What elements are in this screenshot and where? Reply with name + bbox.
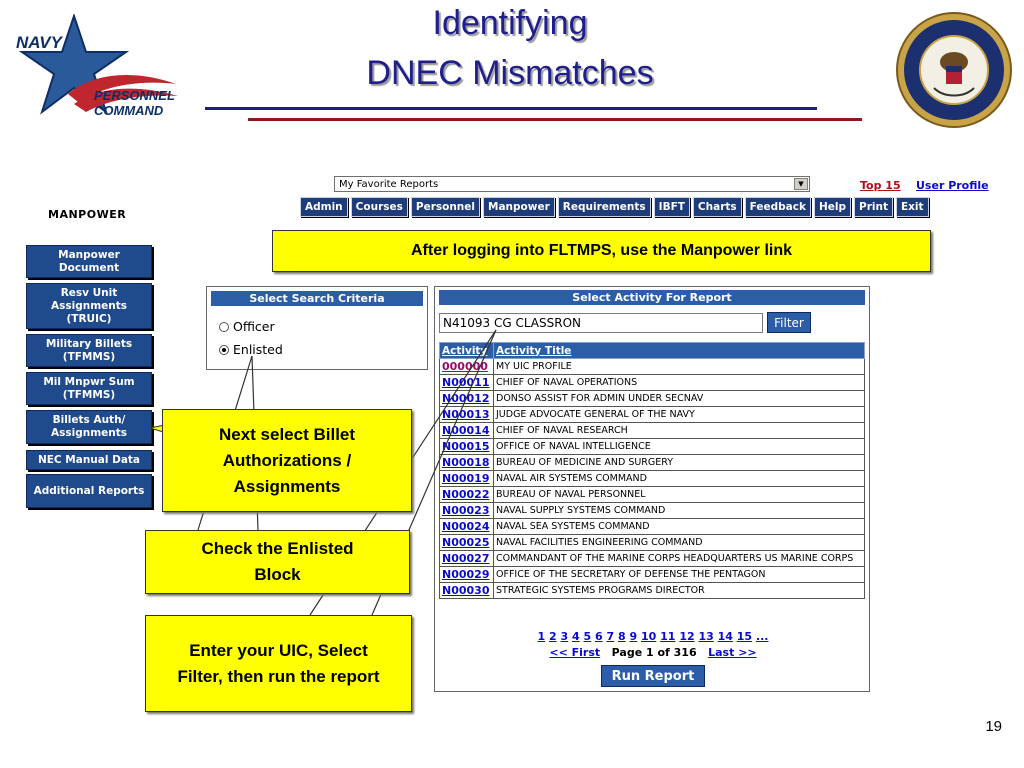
- activity-search-input[interactable]: N41093 CG CLASSRON: [439, 313, 763, 333]
- radio-enlisted-row[interactable]: Enlisted: [219, 342, 283, 357]
- nav-charts[interactable]: Charts: [692, 197, 742, 217]
- search-criteria-header: Select Search Criteria: [211, 291, 423, 306]
- page-link[interactable]: 4: [572, 630, 580, 643]
- nav-exit[interactable]: Exit: [895, 197, 929, 217]
- page-link[interactable]: 3: [560, 630, 569, 643]
- page-link[interactable]: 7: [606, 630, 615, 643]
- sidebar-item-billets-auth[interactable]: Billets Auth/ Assignments: [26, 410, 152, 444]
- nav-courses[interactable]: Courses: [350, 197, 408, 217]
- title-rule-red: [248, 118, 862, 121]
- page-link[interactable]: 10: [641, 630, 657, 643]
- page-link[interactable]: 12: [679, 630, 695, 643]
- page-link[interactable]: 15: [736, 630, 753, 643]
- radio-officer-row[interactable]: Officer: [219, 319, 275, 334]
- slide-title-line1: Identifying: [432, 4, 588, 42]
- radio-enlisted-label: Enlisted: [233, 342, 283, 357]
- nav-requirements[interactable]: Requirements: [557, 197, 651, 217]
- sidebar-heading: MANPOWER: [48, 208, 127, 221]
- sidebar-item-military-billets[interactable]: Military Billets (TFMMS): [26, 334, 152, 367]
- favorite-reports-value: My Favorite Reports: [339, 179, 439, 190]
- page-number-links: 1 2 3 4 5 6 7 8 9 10 11 12 13 14 15 ...: [435, 630, 871, 643]
- callout-manpower-link: After logging into FLTMPS, use the Manpo…: [272, 230, 931, 272]
- nav-print[interactable]: Print: [854, 197, 893, 217]
- radio-enlisted[interactable]: [219, 344, 229, 355]
- activity-header: Select Activity For Report: [439, 290, 865, 305]
- nav-manpower[interactable]: Manpower: [483, 197, 555, 217]
- filter-button[interactable]: Filter: [767, 312, 811, 333]
- activity-title: STRATEGIC SYSTEMS PROGRAMS DIRECTOR: [493, 582, 865, 599]
- sidebar-item-nec-manual-data[interactable]: NEC Manual Data: [26, 450, 152, 470]
- sidebar-item-manpower-document[interactable]: Manpower Document: [26, 245, 152, 278]
- nav-ibft[interactable]: IBFT: [653, 197, 690, 217]
- page-link[interactable]: 8: [618, 630, 626, 643]
- run-report-button[interactable]: Run Report: [601, 665, 705, 687]
- page-link[interactable]: 5: [583, 630, 592, 643]
- user-profile-link[interactable]: User Profile: [916, 179, 989, 192]
- slide-title-line2: DNEC Mismatches: [366, 54, 654, 92]
- page-link[interactable]: 6: [595, 630, 603, 643]
- nav-help[interactable]: Help: [813, 197, 851, 217]
- page-link[interactable]: 13: [698, 630, 714, 643]
- nav-personnel[interactable]: Personnel: [410, 197, 481, 217]
- page-link[interactable]: 9: [629, 630, 638, 643]
- navy-seal-icon: [896, 12, 1012, 128]
- page-link[interactable]: 1: [537, 630, 546, 643]
- radio-officer-label: Officer: [233, 319, 275, 334]
- slide-page-number: 19: [985, 718, 1002, 735]
- pager-nav: << First Page 1 of 316 Last >>: [435, 646, 871, 659]
- svg-text:COMMAND: COMMAND: [94, 103, 164, 118]
- navy-personnel-command-logo: NAVY PERSONNEL COMMAND: [16, 14, 178, 118]
- nav-feedback[interactable]: Feedback: [744, 197, 811, 217]
- first-page-link[interactable]: << First: [549, 646, 601, 659]
- svg-text:NAVY: NAVY: [16, 33, 64, 52]
- search-criteria-panel: Select Search Criteria Officer Enlisted: [206, 286, 428, 370]
- callout-enlisted: Check the Enlisted Block: [145, 530, 410, 594]
- main-nav: Admin Courses Personnel Manpower Require…: [300, 197, 929, 217]
- callout-billet-auth: Next select Billet Authorizations / Assi…: [162, 409, 412, 512]
- title-rule-blue: [205, 107, 817, 110]
- chevron-down-icon[interactable]: ▼: [794, 178, 808, 190]
- top15-link[interactable]: Top 15: [860, 179, 901, 192]
- page-link[interactable]: 11: [660, 630, 676, 643]
- activity-panel: Select Activity For Report N41093 CG CLA…: [434, 286, 870, 692]
- sidebar-item-resv-unit-assignments[interactable]: Resv Unit Assignments (TRUIC): [26, 283, 152, 329]
- last-page-link[interactable]: Last >>: [708, 646, 757, 659]
- sidebar-item-additional-reports[interactable]: Additional Reports: [26, 474, 152, 508]
- page-link[interactable]: 2: [549, 630, 557, 643]
- radio-officer[interactable]: [219, 321, 229, 332]
- favorite-reports-select[interactable]: My Favorite Reports ▼: [334, 176, 810, 192]
- svg-text:PERSONNEL: PERSONNEL: [94, 88, 175, 103]
- page-link[interactable]: ...: [755, 630, 769, 643]
- sidebar-item-mil-mnpwr-sum[interactable]: Mil Mnpwr Sum (TFMMS): [26, 372, 152, 405]
- nav-admin[interactable]: Admin: [300, 197, 348, 217]
- callout-uic: Enter your UIC, Select Filter, then run …: [145, 615, 412, 712]
- col-activity-title[interactable]: Activity Title: [493, 342, 865, 359]
- page-status: Page 1 of 316: [611, 646, 697, 659]
- page-link[interactable]: 14: [717, 630, 733, 643]
